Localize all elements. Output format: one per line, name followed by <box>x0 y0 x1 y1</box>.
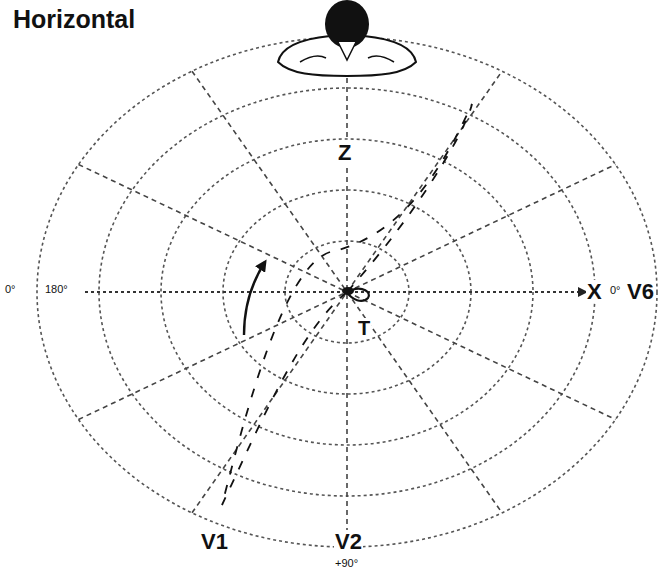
angle-label: 0° <box>609 285 622 297</box>
lead-label: V2 <box>334 530 363 553</box>
lead-label: V6 <box>626 280 655 303</box>
wave-label: T <box>357 318 371 339</box>
axis-letter: X <box>586 280 603 303</box>
lead-label: V1 <box>200 530 229 553</box>
diagram-title: Horizontal <box>12 6 136 32</box>
angle-label: 180° <box>44 284 69 296</box>
angle-label: 0° <box>4 284 17 296</box>
axis-letter: Z <box>337 141 352 164</box>
angle-label: +90° <box>334 558 359 570</box>
